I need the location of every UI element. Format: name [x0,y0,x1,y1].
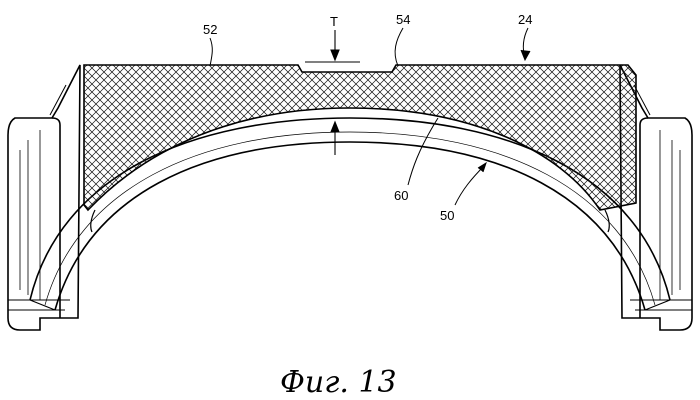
label-52: 52 [203,22,217,37]
label-54: 54 [396,12,410,27]
hatched-pad [80,60,640,220]
figure-caption: Фиг. 13 [280,365,397,400]
label-60: 60 [394,188,408,203]
label-24: 24 [518,12,532,27]
label-50: 50 [440,208,454,223]
label-T: T [330,14,338,29]
left-end-block [8,65,80,330]
